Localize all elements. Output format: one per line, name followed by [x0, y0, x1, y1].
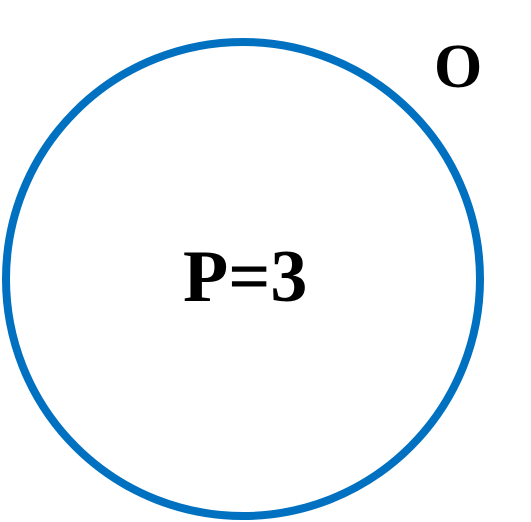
- center-label: P=3: [183, 236, 308, 318]
- circle-outline: [2, 38, 484, 520]
- corner-label: O: [434, 33, 483, 101]
